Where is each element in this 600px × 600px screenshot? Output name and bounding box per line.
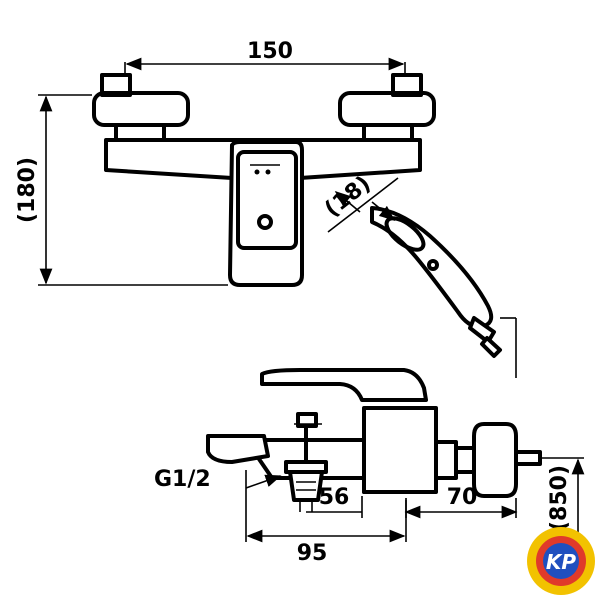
lever-screw bbox=[257, 214, 273, 230]
side-lever bbox=[260, 368, 428, 402]
dim-850-label: (850) bbox=[547, 465, 572, 531]
right-valve-nut bbox=[362, 123, 414, 142]
thread-label: G1/2 bbox=[154, 467, 211, 492]
shower-button bbox=[427, 259, 439, 271]
left-valve-body bbox=[92, 91, 190, 127]
side-view: G1/2 56 70 95 (850) bbox=[154, 368, 585, 566]
right-valve-body bbox=[338, 91, 436, 127]
hand-shower: (18) bbox=[320, 171, 517, 378]
eccentric-connector bbox=[454, 446, 476, 474]
outlet-body bbox=[288, 470, 324, 502]
logo-text: KP bbox=[546, 550, 576, 574]
dim-70-label: 70 bbox=[447, 485, 478, 510]
logo-inner-disc bbox=[543, 543, 579, 579]
dim-18-arrow-a bbox=[334, 190, 361, 213]
lever-handle bbox=[228, 140, 304, 287]
shower-hose-end bbox=[480, 336, 502, 358]
thread-leader bbox=[245, 474, 282, 489]
dim-180-label: (180) bbox=[15, 157, 40, 223]
brand-logo: KP bbox=[527, 527, 595, 595]
spout bbox=[206, 434, 270, 464]
front-view: 150 (180) bbox=[15, 39, 436, 287]
dim-56-label: 56 bbox=[319, 485, 350, 510]
eccentric-nut bbox=[434, 440, 458, 480]
wall-flange bbox=[472, 422, 518, 498]
left-valve-nut bbox=[114, 123, 166, 142]
dim-18-arrow-b bbox=[371, 201, 396, 222]
cold-dot bbox=[265, 169, 271, 175]
side-housing bbox=[362, 406, 438, 494]
lever-face bbox=[236, 150, 298, 250]
dim-95-label: 95 bbox=[297, 541, 328, 566]
dim-18-label: (18) bbox=[320, 171, 375, 222]
dim-150-label: 150 bbox=[247, 39, 293, 64]
diverter-knob bbox=[296, 412, 318, 428]
dim-18-line bbox=[327, 177, 399, 233]
hot-dot bbox=[254, 169, 260, 175]
outlet-nut bbox=[284, 460, 328, 474]
wall-pipe bbox=[514, 450, 542, 466]
